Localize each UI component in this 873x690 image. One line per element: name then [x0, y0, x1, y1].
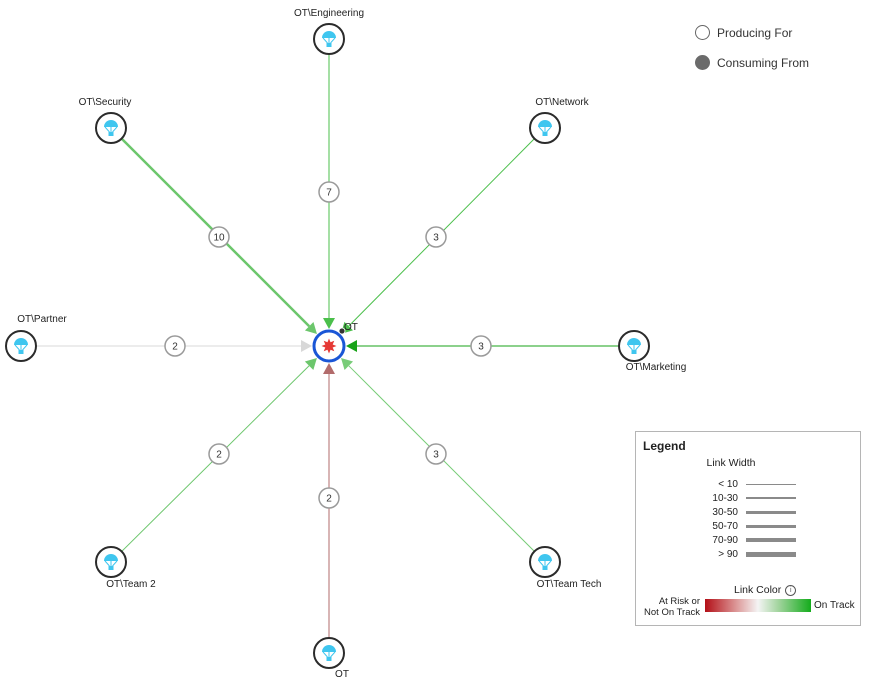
red-starburst-icon [321, 338, 337, 354]
producing-for-toggle[interactable]: Producing For [695, 25, 792, 40]
link-width-sample [746, 538, 796, 542]
node-label: OT\Team Tech [537, 579, 602, 590]
node-ot-bottom[interactable]: OT [313, 637, 349, 680]
node-label: OT\Security [79, 97, 132, 108]
node-team-tech[interactable]: OT\Team Tech [529, 546, 602, 590]
link-count: 2 [172, 342, 178, 353]
parachute-icon [14, 338, 28, 354]
producing-for-label: Producing For [717, 25, 793, 40]
arrowhead-icon [323, 363, 335, 374]
node-security[interactable]: OT\Security [79, 97, 132, 144]
link-count: 3 [433, 450, 439, 461]
node-team-2[interactable]: OT\Team 2 [95, 546, 156, 590]
link-width-label: < 10 [718, 478, 738, 490]
link-width-row: > 90 [688, 548, 796, 560]
on-track-label: On Track [814, 600, 855, 611]
parachute-icon [627, 338, 641, 354]
node-label: OT\Marketing [626, 362, 687, 373]
parachute-icon [104, 554, 118, 570]
link-width-sample [746, 483, 796, 485]
parachute-icon [538, 120, 552, 136]
link-width-label: 50-70 [712, 520, 738, 532]
link-width-row: 70-90 [688, 534, 796, 546]
link-width-label: 70-90 [712, 534, 738, 546]
hollow-circle-icon [695, 25, 710, 40]
link-width-row: 30-50 [688, 506, 796, 518]
center-node[interactable]: OT [312, 322, 358, 363]
link-width-sample [746, 510, 796, 514]
node-partner[interactable]: OT\Partner [5, 314, 67, 362]
node-marketing[interactable]: OT\Marketing [618, 330, 687, 373]
parachute-icon [322, 31, 336, 47]
link-count-badge[interactable]: 2 [318, 487, 340, 509]
link-count-badge[interactable]: 10 [208, 226, 230, 248]
arrowhead-icon [346, 340, 357, 352]
link-count-badge[interactable]: 7 [318, 181, 340, 203]
link-color-title-row: Link Color i [734, 584, 797, 596]
link-width-row: < 10 [688, 478, 796, 490]
link-count-badge[interactable]: 2 [208, 443, 230, 465]
arrowhead-icon [301, 340, 312, 352]
link-count: 7 [326, 188, 332, 199]
node-label: OT\Partner [17, 314, 67, 325]
link-count: 10 [213, 233, 225, 244]
at-risk-label: At Risk or Not On Track [636, 596, 700, 618]
filled-circle-icon [695, 55, 710, 70]
link-count-badge[interactable]: 3 [425, 226, 447, 248]
node-label: OT [335, 669, 349, 680]
node-label: OT\Network [535, 97, 589, 108]
link-width-sample [746, 551, 796, 557]
arrowhead-icon [304, 321, 317, 334]
link-count: 3 [433, 233, 439, 244]
arrowhead-icon [323, 318, 335, 329]
link-color-title: Link Color [734, 584, 782, 596]
parachute-icon [538, 554, 552, 570]
link-width-row: 10-30 [688, 492, 796, 504]
link-width-label: > 90 [718, 548, 738, 560]
arrowhead-icon [304, 357, 317, 370]
center-label: OT [344, 322, 358, 333]
link-count-badge[interactable]: 3 [470, 335, 492, 357]
link-count-badge[interactable]: 3 [425, 443, 447, 465]
info-icon[interactable]: i [785, 584, 797, 596]
link-color-gradient [705, 599, 811, 612]
link-count: 3 [478, 342, 484, 353]
node-engineering[interactable]: OT\Engineering [294, 8, 364, 55]
link-count: 2 [216, 450, 222, 461]
link-width-sample [746, 497, 796, 499]
link-count: 2 [326, 494, 332, 505]
node-label: OT\Engineering [294, 8, 364, 19]
at-risk-label-line2: Not On Track [644, 607, 700, 618]
arrowhead-icon [341, 358, 354, 371]
parachute-icon [322, 645, 336, 661]
consuming-from-label: Consuming From [717, 55, 810, 70]
at-risk-label-line1: At Risk or [658, 596, 700, 607]
link-width-sample [746, 524, 796, 528]
consuming-from-toggle[interactable]: Consuming From [695, 55, 809, 70]
parachute-icon [104, 120, 118, 136]
link-width-title: Link Width [706, 457, 756, 469]
link-count-badge[interactable]: 2 [164, 335, 186, 357]
node-network[interactable]: OT\Network [529, 97, 590, 144]
link-width-row: 50-70 [688, 520, 796, 532]
link-width-label: 30-50 [712, 506, 738, 518]
node-label: OT\Team 2 [106, 579, 156, 590]
legend-panel: Legend Link Width < 10 10-30 30-50 50-70… [635, 431, 861, 626]
status-dot-icon [338, 327, 346, 335]
legend-title: Legend [643, 439, 686, 453]
link-width-label: 10-30 [712, 492, 738, 504]
